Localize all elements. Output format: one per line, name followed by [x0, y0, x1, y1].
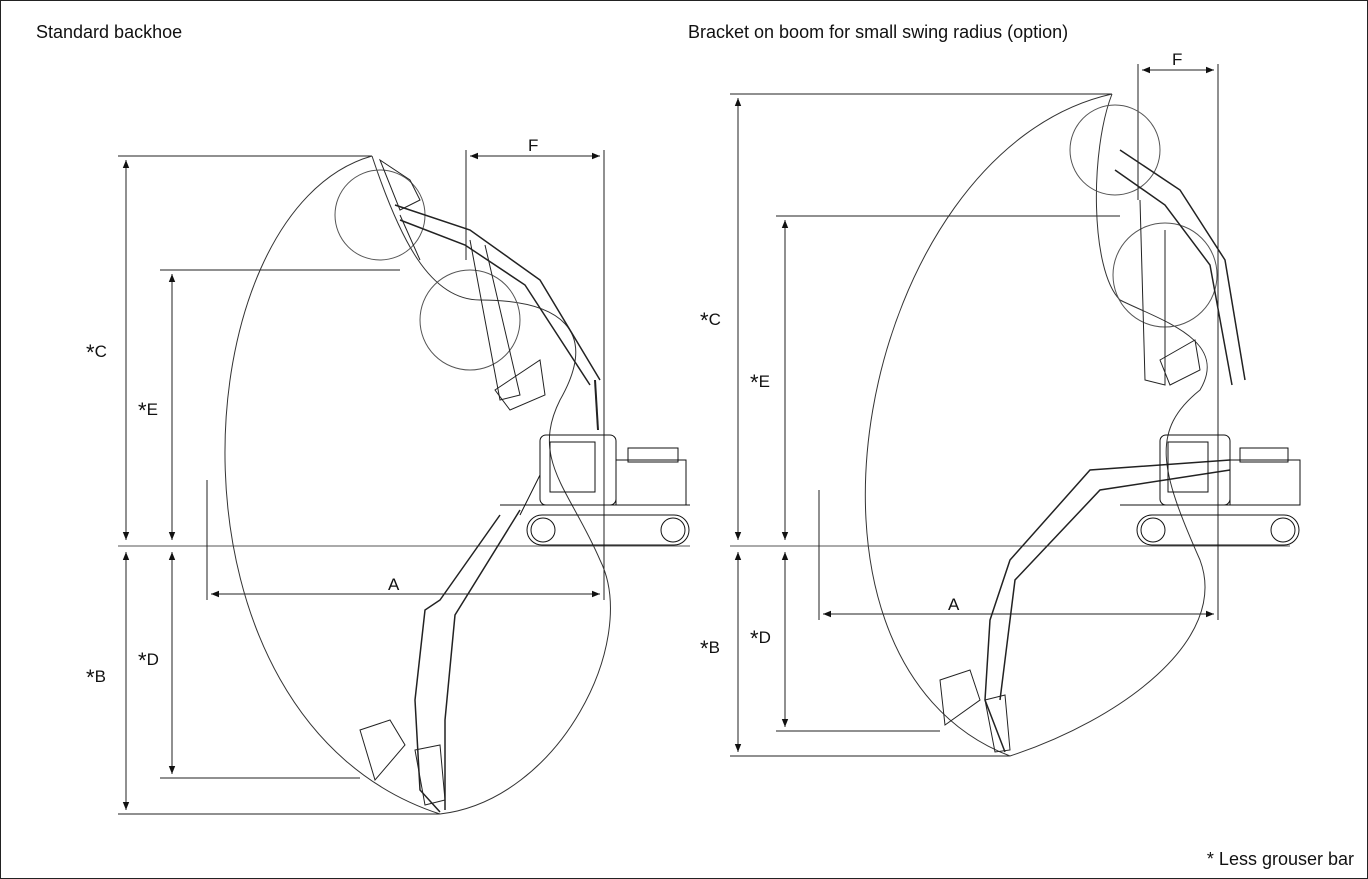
dim-label-d-right: *D — [750, 626, 771, 651]
dim-label-e-right: *E — [750, 370, 770, 395]
left-drawing — [118, 150, 690, 815]
dim-label-e-left: *E — [138, 398, 158, 423]
dim-label-f-left: F — [528, 136, 539, 155]
dim-label-a-left: A — [388, 575, 400, 594]
dim-label-f-right: F — [1172, 50, 1183, 69]
left-title: Standard backhoe — [36, 22, 183, 42]
dim-label-d-left: *D — [138, 648, 159, 673]
footnote: * Less grouser bar — [1206, 849, 1354, 869]
right-drawing — [730, 64, 1301, 757]
dim-label-b-right: *B — [700, 636, 720, 661]
dim-label-c-right: *C — [700, 308, 721, 333]
dim-label-c-left: *C — [86, 340, 107, 365]
dim-label-a-right: A — [948, 595, 960, 614]
right-title: Bracket on boom for small swing radius (… — [688, 22, 1069, 42]
dim-label-b-left: *B — [86, 665, 106, 690]
